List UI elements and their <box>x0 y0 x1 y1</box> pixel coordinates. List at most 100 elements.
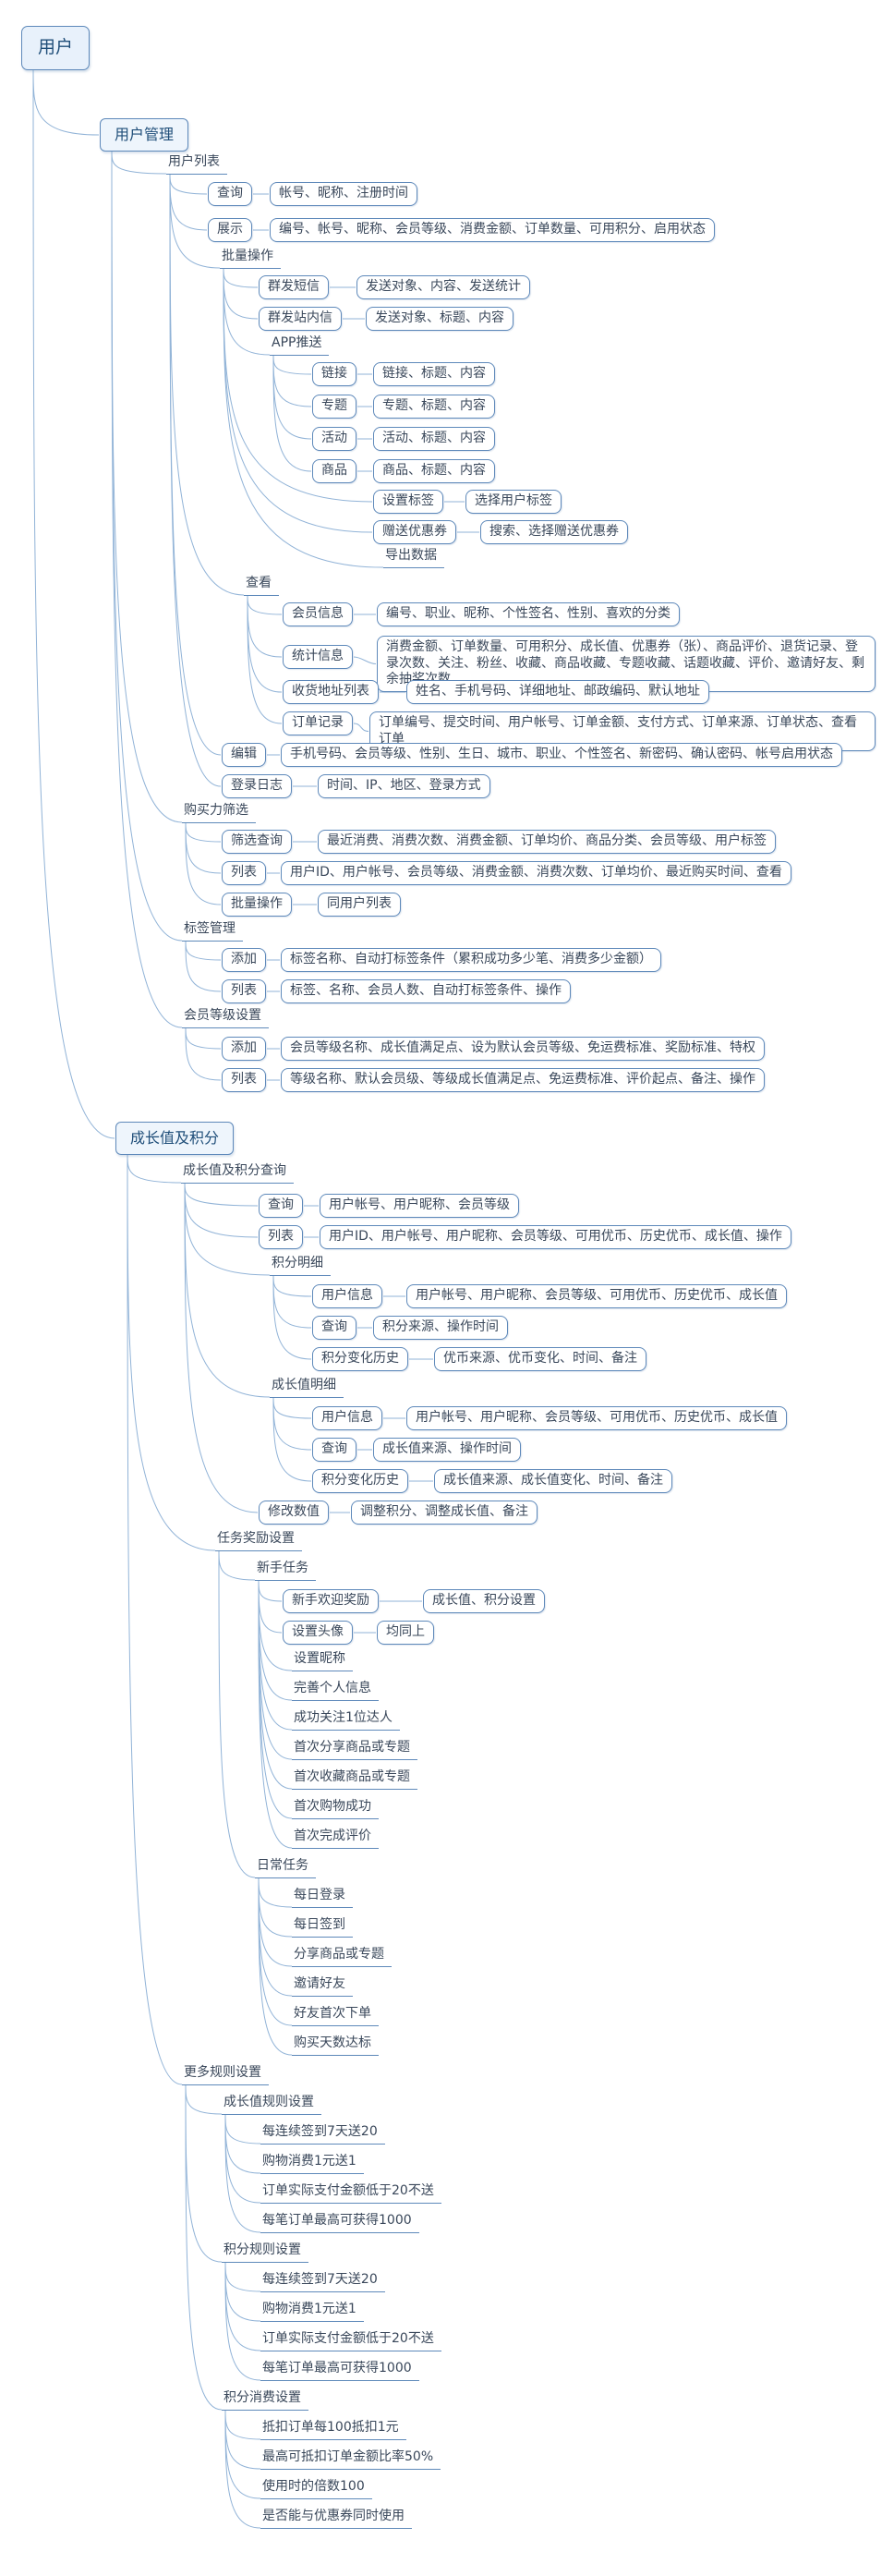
node-zsyhq[interactable]: 赠送优惠券 <box>373 520 456 544</box>
node-lb3[interactable]: 列表 <box>222 1068 266 1092</box>
node-tjxx[interactable]: 统计信息 <box>283 645 353 669</box>
node-xshyd[interactable]: 成长值、积分设置 <box>423 1589 545 1613</box>
node-fxsp[interactable]: 分享商品或专题 <box>292 1946 392 1967</box>
node-lb1[interactable]: 列表 <box>222 861 266 885</box>
node-tj2[interactable]: 添加 <box>222 1037 266 1061</box>
node-zs[interactable]: 展示 <box>208 218 252 242</box>
node-lb2d[interactable]: 标签、名称、会员人数、自动打标签条件、操作 <box>281 979 571 1003</box>
node-jfgz4[interactable]: 每笔订单最高可获得1000 <box>260 2360 419 2381</box>
node-yhxx1[interactable]: 用户信息 <box>312 1284 382 1308</box>
node-szbq[interactable]: 设置标签 <box>373 490 443 514</box>
node-jfgz2[interactable]: 购物消费1元送1 <box>260 2301 364 2322</box>
node-jfxf1[interactable]: 抵扣订单每100抵扣1元 <box>260 2419 406 2440</box>
node-root[interactable]: 用户 <box>21 26 91 70</box>
node-hysc[interactable]: 好友首次下单 <box>292 2005 379 2026</box>
node-sztxd[interactable]: 均同上 <box>377 1621 434 1645</box>
node-sp[interactable]: 商品 <box>312 459 356 483</box>
node-xgszd[interactable]: 调整积分、调整成长值、备注 <box>351 1501 538 1525</box>
node-jfbh1[interactable]: 积分变化历史 <box>312 1347 408 1371</box>
node-tj2d[interactable]: 会员等级名称、成长值满足点、设为默认会员等级、免运费标准、奖励标准、特权 <box>281 1037 765 1061</box>
node-q1[interactable]: 查询 <box>208 182 252 206</box>
node-gdgz[interactable]: 更多规则设置 <box>182 2064 269 2085</box>
node-hydj[interactable]: 会员等级设置 <box>182 1007 269 1028</box>
node-tj1d[interactable]: 标签名称、自动打标签条件（累积成功多少笔、消费多少金额） <box>281 948 661 972</box>
node-plcz2[interactable]: 批量操作 <box>222 893 292 917</box>
node-gml[interactable]: 购买力筛选 <box>182 802 256 823</box>
node-qfzn[interactable]: 群发站内信 <box>259 307 342 331</box>
node-jfbh1d[interactable]: 优币来源、优币变化、时间、备注 <box>434 1347 646 1371</box>
node-jfbh2d[interactable]: 成长值来源、成长值变化、时间、备注 <box>434 1469 672 1493</box>
node-ck[interactable]: 查看 <box>244 575 279 596</box>
node-qfdx[interactable]: 群发短信 <box>259 275 329 299</box>
node-dlrzd[interactable]: 时间、IP、地区、登录方式 <box>318 774 490 798</box>
node-lb2[interactable]: 列表 <box>222 979 266 1003</box>
node-ddjl[interactable]: 订单记录 <box>283 711 353 735</box>
node-rwjl[interactable]: 任务奖励设置 <box>215 1530 302 1551</box>
node-yqhy[interactable]: 邀请好友 <box>292 1975 353 1997</box>
node-szbqd[interactable]: 选择用户标签 <box>465 490 562 514</box>
node-ul[interactable]: 用户列表 <box>166 153 227 175</box>
node-ljd[interactable]: 链接、标题、内容 <box>373 362 495 386</box>
node-jfxf4[interactable]: 是否能与优惠券同时使用 <box>260 2508 412 2529</box>
node-q2d[interactable]: 用户帐号、用户昵称、会员等级 <box>320 1194 519 1218</box>
node-yhxx2d[interactable]: 用户帐号、用户昵称、会员等级、可用优币、历史优币、成长值 <box>406 1406 787 1430</box>
node-lj[interactable]: 链接 <box>312 362 356 386</box>
node-spd[interactable]: 商品、标题、内容 <box>373 459 495 483</box>
node-zt[interactable]: 专题 <box>312 395 356 419</box>
node-ztd[interactable]: 专题、标题、内容 <box>373 395 495 419</box>
node-hyxxd[interactable]: 编号、职业、昵称、个性签名、性别、喜欢的分类 <box>377 602 680 626</box>
node-dlrz[interactable]: 登录日志 <box>222 774 292 798</box>
node-bjd[interactable]: 手机号码、会员等级、性别、生日、城市、职业、个性签名、新密码、确认密码、帐号启用… <box>281 743 842 767</box>
node-czgz[interactable]: 成长值规则设置 <box>222 2094 321 2115</box>
node-hyxx[interactable]: 会员信息 <box>283 602 353 626</box>
node-cggz[interactable]: 成功关注1位达人 <box>292 1709 400 1731</box>
node-xgsz[interactable]: 修改数值 <box>259 1501 329 1525</box>
node-qfznd[interactable]: 发送对象、标题、内容 <box>366 307 513 331</box>
node-scfx[interactable]: 首次分享商品或专题 <box>292 1739 417 1760</box>
node-jfgz[interactable]: 积分规则设置 <box>222 2242 308 2263</box>
node-czzmx[interactable]: 成长值明细 <box>270 1377 344 1398</box>
node-q3[interactable]: 查询 <box>312 1316 356 1340</box>
node-sxcxd[interactable]: 最近消费、消费次数、消费金额、订单均价、商品分类、会员等级、用户标签 <box>318 830 776 854</box>
node-mrqd[interactable]: 每日签到 <box>292 1916 353 1938</box>
node-jfgz3[interactable]: 订单实际支付金额低于20不送 <box>260 2330 441 2351</box>
node-jfxf[interactable]: 积分消费设置 <box>222 2389 308 2411</box>
node-wsgr[interactable]: 完善个人信息 <box>292 1680 379 1701</box>
node-sztx[interactable]: 设置头像 <box>283 1621 353 1645</box>
node-qfdxd[interactable]: 发送对象、内容、发送统计 <box>356 275 530 299</box>
node-czgz1[interactable]: 每连续签到7天送20 <box>260 2123 385 2145</box>
node-hdd[interactable]: 活动、标题、内容 <box>373 427 495 451</box>
node-bqgl[interactable]: 标签管理 <box>182 920 243 942</box>
node-jfxf3[interactable]: 使用时的倍数100 <box>260 2478 372 2499</box>
node-zsyhqd[interactable]: 搜索、选择赠送优惠券 <box>480 520 628 544</box>
node-jfxf2[interactable]: 最高可抵扣订单金额比率50% <box>260 2448 441 2470</box>
node-plcz2d[interactable]: 同用户列表 <box>318 893 401 917</box>
node-shdz[interactable]: 收货地址列表 <box>283 680 379 704</box>
node-sxcx[interactable]: 筛选查询 <box>222 830 292 854</box>
node-lb1d[interactable]: 用户ID、用户帐号、会员等级、消费金额、消费次数、订单均价、最近购买时间、查看 <box>281 861 791 885</box>
node-czz[interactable]: 成长值及积分 <box>115 1122 235 1155</box>
node-um[interactable]: 用户管理 <box>100 118 189 152</box>
node-app[interactable]: APP推送 <box>270 334 330 356</box>
node-czzcx[interactable]: 成长值及积分查询 <box>181 1162 294 1184</box>
node-xshy[interactable]: 新手欢迎奖励 <box>283 1589 379 1613</box>
node-jfbh2[interactable]: 积分变化历史 <box>312 1469 408 1493</box>
node-czgz2[interactable]: 购物消费1元送1 <box>260 2153 364 2174</box>
node-dcsj[interactable]: 导出数据 <box>383 547 444 568</box>
node-gmts[interactable]: 购买天数达标 <box>292 2035 379 2056</box>
node-yhxx1d[interactable]: 用户帐号、用户昵称、会员等级、可用优币、历史优币、成长值 <box>406 1284 787 1308</box>
node-q2[interactable]: 查询 <box>259 1194 303 1218</box>
node-czgz3[interactable]: 订单实际支付金额低于20不送 <box>260 2182 441 2204</box>
node-plcz[interactable]: 批量操作 <box>220 248 281 269</box>
node-q3d[interactable]: 积分来源、操作时间 <box>373 1316 508 1340</box>
node-q4[interactable]: 查询 <box>312 1438 356 1462</box>
node-shdzd[interactable]: 姓名、手机号码、详细地址、邮政编码、默认地址 <box>406 680 709 704</box>
node-rcrw[interactable]: 日常任务 <box>255 1857 316 1878</box>
node-bj[interactable]: 编辑 <box>222 743 266 767</box>
node-sznc[interactable]: 设置昵称 <box>292 1650 353 1671</box>
node-q1d[interactable]: 帐号、昵称、注册时间 <box>270 182 417 206</box>
node-hd[interactable]: 活动 <box>312 427 356 451</box>
node-q4d[interactable]: 成长值来源、操作时间 <box>373 1438 521 1462</box>
node-jfgz1[interactable]: 每连续签到7天送20 <box>260 2271 385 2292</box>
node-tj1[interactable]: 添加 <box>222 948 266 972</box>
